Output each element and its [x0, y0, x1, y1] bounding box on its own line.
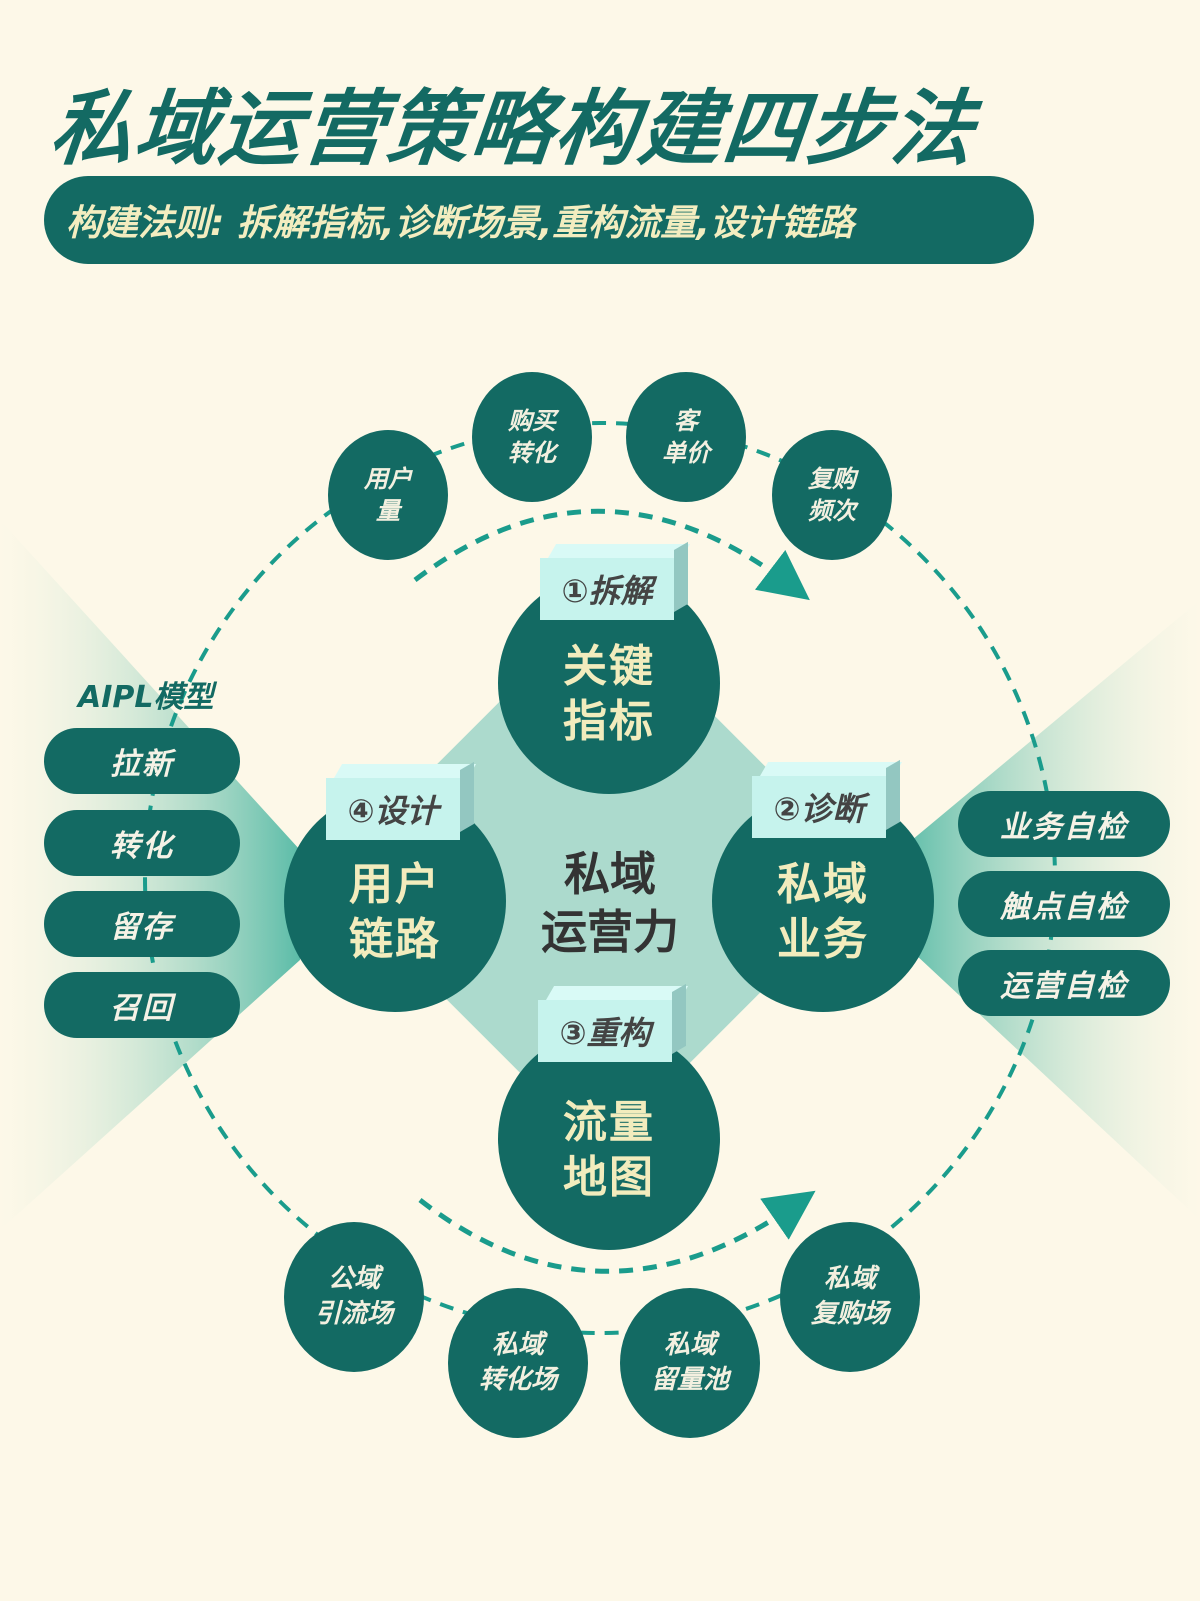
page-title: 私域运营策略构建四步法: [46, 82, 981, 177]
self-check-touchpoint: 触点自检: [958, 871, 1170, 937]
aipl-item-acquire: 拉新: [44, 728, 240, 794]
metric-line2: 频次: [808, 497, 856, 525]
step-main-text: 私域 业务: [777, 859, 869, 965]
aipl-title: AIPL模型: [78, 680, 214, 715]
step-badge-1: ①拆解: [540, 558, 674, 620]
bottom-arrow-arc: [418, 1190, 816, 1274]
subtitle-text: 构建法则: 拆解指标,诊断场景,重构流量,设计链路: [66, 203, 854, 244]
metric-line1: 复购: [808, 464, 856, 493]
scene-line2: 引流场: [314, 1299, 393, 1329]
metric-line2: 转化: [508, 439, 556, 467]
center-line2: 运营力: [541, 904, 679, 959]
scene-line1: 公域: [327, 1263, 380, 1294]
scene-line1: 私域: [663, 1329, 716, 1360]
metric-circle-purchase-conversion: 购买 转化: [472, 372, 592, 502]
step-badge-4: ④设计: [326, 778, 460, 840]
metric-line1: 客: [674, 406, 698, 435]
center-square: [369, 646, 831, 1108]
scene-circle-private-repurchase: 私域 复购场: [780, 1222, 920, 1372]
aipl-item-convert: 转化: [44, 810, 240, 876]
scene-line2: 复购场: [810, 1299, 889, 1329]
top-arrow-arc: [413, 508, 810, 601]
scene-line2: 留量池: [650, 1365, 729, 1395]
scene-circle-private-conversion: 私域 转化场: [448, 1288, 588, 1438]
step-badge-3: ③重构: [538, 1000, 672, 1062]
metric-circle-repurchase-frequency: 复购 频次: [772, 430, 892, 560]
subtitle-banner: 构建法则: 拆解指标,诊断场景,重构流量,设计链路: [44, 176, 1034, 264]
scene-line2: 转化场: [478, 1365, 557, 1395]
step-main-text: 关键 指标: [563, 641, 655, 747]
step-main-text: 用户 链路: [349, 859, 441, 965]
step-badge-2: ②诊断: [752, 776, 886, 838]
scene-line1: 私域: [491, 1329, 544, 1360]
metric-line2: 单价: [662, 439, 710, 467]
scene-circle-public-traffic: 公域 引流场: [284, 1222, 424, 1372]
scene-circle-private-retention-pool: 私域 留量池: [620, 1288, 760, 1438]
metric-line2: 量: [376, 497, 400, 525]
metric-line1: 用户: [364, 464, 412, 493]
self-check-operations: 运营自检: [958, 950, 1170, 1016]
metric-circle-user-volume: 用户 量: [328, 430, 448, 560]
step-circle-traffic-map: 流量 地图: [498, 1028, 720, 1250]
aipl-item-recall: 召回: [44, 972, 240, 1038]
self-check-business: 业务自检: [958, 791, 1170, 857]
metric-line1: 购买: [508, 406, 556, 435]
center-label: 私域 运营力: [500, 846, 720, 961]
scene-line1: 私域: [823, 1263, 876, 1294]
metric-circle-unit-price: 客 单价: [626, 372, 746, 502]
center-line1: 私域: [564, 847, 656, 901]
step-main-text: 流量 地图: [563, 1097, 655, 1203]
aipl-item-retain: 留存: [44, 891, 240, 957]
